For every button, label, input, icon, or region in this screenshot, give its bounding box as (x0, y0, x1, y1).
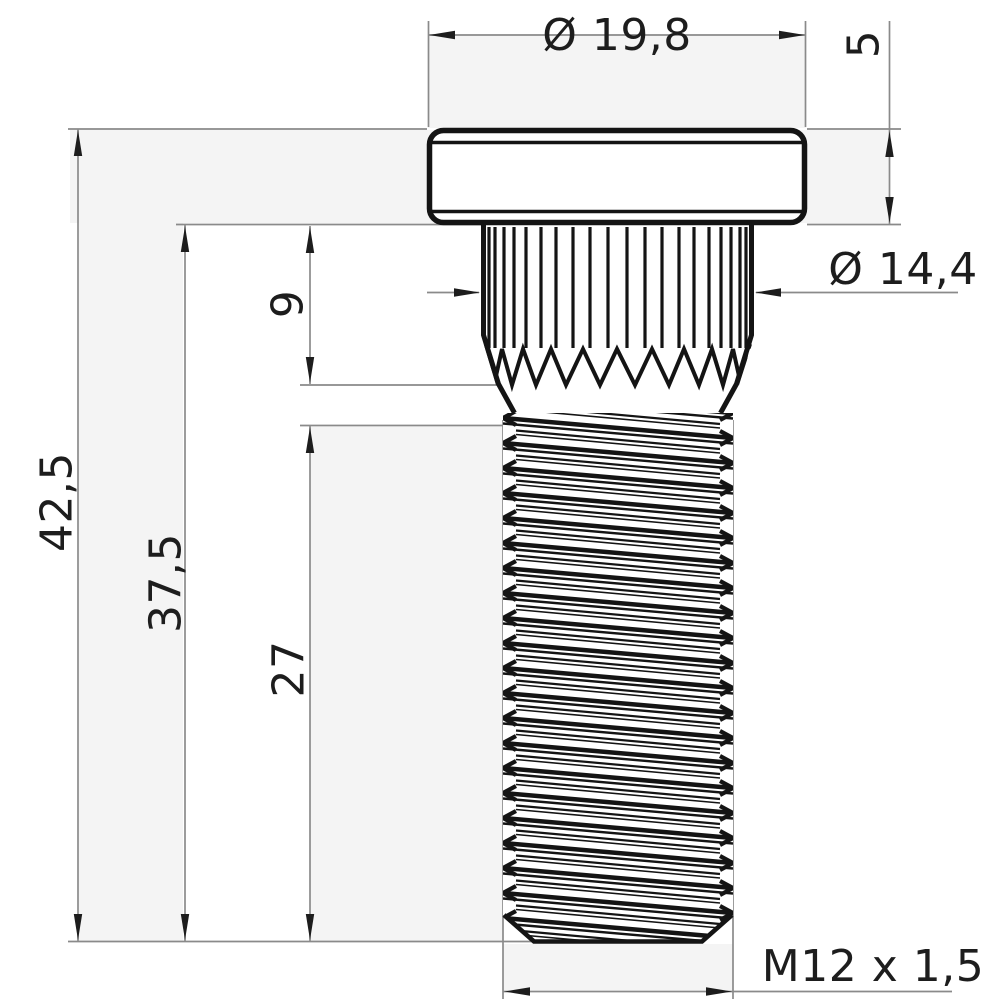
bolt-head (426, 127, 808, 226)
spline-teeth-points (481, 342, 754, 393)
bolt (426, 127, 808, 944)
arrow-thread-len-top (305, 427, 315, 453)
shade-left-band (79, 223, 183, 941)
spline-teeth-lines (487, 227, 748, 348)
label-head-height: 5 (839, 30, 890, 59)
arrow-spline-len-bottom (305, 357, 315, 383)
thread-tip-chamfer (502, 913, 734, 944)
label-thread-spec: M12 x 1,5 (762, 941, 984, 992)
thread-section (502, 413, 734, 944)
arrow-head-dia-left (429, 30, 455, 40)
label-under-head-length: 37,5 (141, 533, 192, 633)
arrow-head-dia-right (779, 30, 805, 40)
spline-section (481, 225, 754, 415)
label-head-diameter: Ø 19,8 (542, 10, 692, 61)
arrow-spline-dia-right (755, 288, 781, 297)
dimension-arrows (73, 30, 894, 996)
arrow-thread-spec-left (504, 987, 530, 996)
arrow-under-head-bottom (180, 914, 190, 940)
arrow-thread-spec-right (706, 987, 732, 996)
shade-above-head (428, 36, 806, 128)
arrow-under-head-top (180, 226, 190, 252)
label-total-length: 42,5 (32, 452, 83, 552)
arrow-spline-len-top (305, 227, 315, 253)
spline-body (483, 225, 752, 414)
arrow-head-height-bottom (885, 197, 894, 223)
shade-below-thread (503, 944, 733, 990)
thread-pattern (503, 413, 733, 943)
arrow-spline-dia-left (454, 288, 480, 297)
label-thread-length: 27 (264, 641, 315, 698)
label-spline-length: 9 (263, 290, 314, 319)
dimension-labels: Ø 19,8 5 Ø 14,4 9 27 37,5 42,5 M12 x 1,5 (32, 10, 984, 992)
arrow-head-height-top (885, 131, 894, 157)
label-spline-diameter: Ø 14,4 (828, 244, 978, 295)
arrow-thread-len-bottom (305, 914, 315, 940)
spline-outline (481, 225, 754, 415)
shade-mid-band (310, 427, 503, 941)
arrow-total-bottom (73, 914, 83, 940)
arrow-total-top (73, 130, 83, 156)
head-outline (426, 127, 808, 226)
